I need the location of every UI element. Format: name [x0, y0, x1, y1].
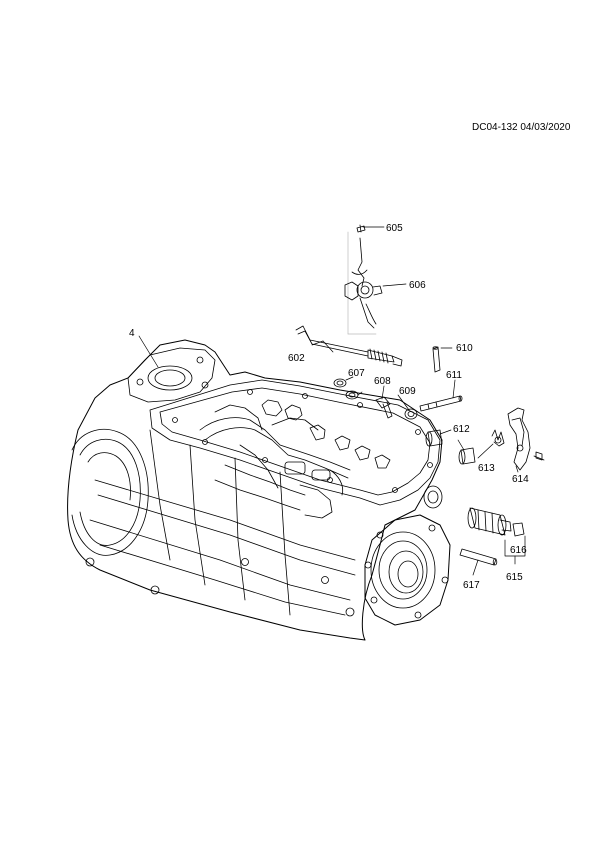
callout-610: 610 — [456, 343, 473, 354]
callout-605: 605 — [386, 223, 403, 234]
part-615-sleeve — [467, 507, 512, 536]
part-610-pin — [432, 346, 441, 373]
part-611-shaft — [419, 395, 463, 412]
part-613-spring-clip — [491, 429, 505, 447]
callout-614: 614 — [512, 474, 529, 485]
part-612-bushings — [425, 429, 476, 465]
callout-4: 4 — [129, 328, 135, 339]
callout-609: 609 — [399, 386, 416, 397]
callout-616: 616 — [510, 545, 527, 556]
part-607-seal — [333, 378, 359, 400]
callout-612: 612 — [453, 424, 470, 435]
rear-flange — [364, 514, 451, 626]
callout-602: 602 — [288, 353, 305, 364]
callout-617: 617 — [463, 580, 480, 591]
part-602-shift-rod — [295, 325, 403, 367]
part-609-washer — [404, 408, 418, 420]
transmission-housing — [67, 339, 451, 641]
gear-shaft-internals — [199, 399, 391, 519]
callout-615: 615 — [506, 572, 523, 583]
part-617-pin — [459, 548, 498, 566]
part-608-bolt — [375, 396, 393, 419]
part-605-606-lever-assembly — [344, 224, 383, 335]
drawing-reference: DC04-132 04/03/2020 — [472, 122, 571, 133]
callout-606: 606 — [409, 280, 426, 291]
callout-613: 613 — [478, 463, 495, 474]
callout-611: 611 — [446, 370, 462, 381]
leader-lines — [138, 226, 526, 576]
part-614-selector-lever — [507, 407, 545, 471]
callout-607: 607 — [348, 368, 365, 379]
callout-labels: 605 606 4 602 610 607 608 611 609 612 61… — [129, 223, 529, 591]
part-616-plug — [512, 522, 525, 537]
callout-608: 608 — [374, 376, 391, 387]
